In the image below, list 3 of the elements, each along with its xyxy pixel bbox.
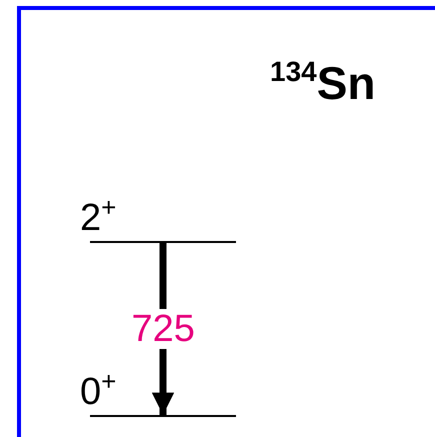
spin-parity-label: 2$^{+}$ [80, 198, 116, 238]
spin-parity-label: 0$^{+}$ [80, 372, 116, 412]
nucleus-title: $^{134}$Sn [270, 58, 376, 108]
